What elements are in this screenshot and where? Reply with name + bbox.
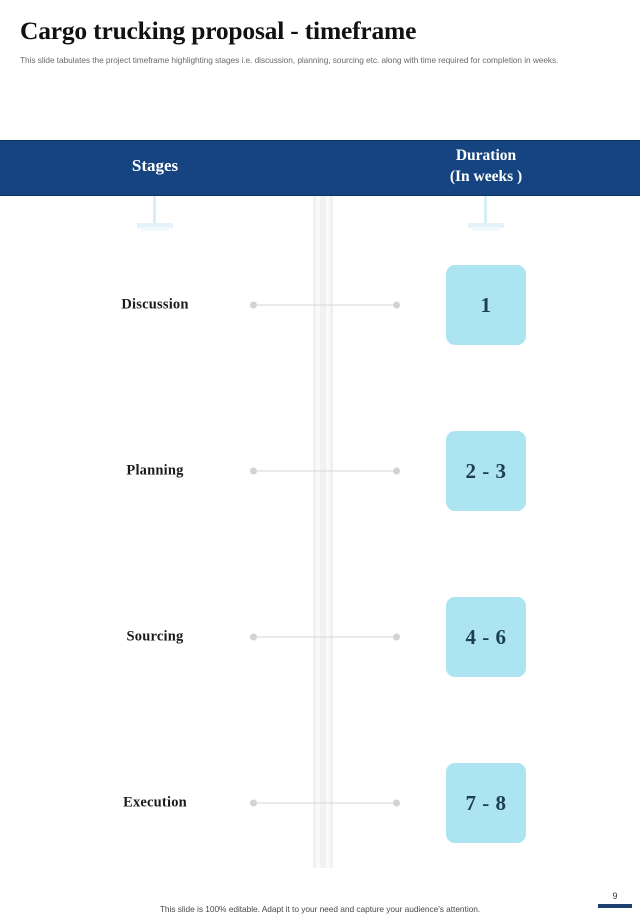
stage-label: Execution — [123, 794, 187, 811]
duration-value-box: 7 - 8 — [446, 763, 526, 843]
connector-line — [253, 470, 397, 472]
row-connector — [250, 633, 400, 641]
center-divider-strip — [313, 196, 333, 868]
stage-label: Planning — [126, 462, 184, 479]
stage-label: Sourcing — [126, 628, 184, 645]
page-number-bar — [598, 904, 632, 908]
connector-line — [253, 802, 397, 804]
pin-base — [137, 223, 173, 228]
table-header-band: Stages Duration (In weeks ) — [0, 140, 640, 196]
column-header-duration: Duration (In weeks ) — [406, 146, 566, 187]
connector-dot-right-icon — [393, 301, 400, 309]
title-block: Cargo trucking proposal - timeframe This… — [20, 16, 620, 67]
duration-value-box: 1 — [446, 265, 526, 345]
row-connector — [250, 467, 400, 475]
pin-stem — [484, 196, 487, 224]
row-connector — [250, 799, 400, 807]
pin-connector-duration-icon — [466, 196, 506, 232]
page-title: Cargo trucking proposal - timeframe — [20, 16, 417, 45]
page-subtitle: This slide tabulates the project timefra… — [20, 55, 559, 66]
connector-dot-right-icon — [393, 467, 400, 475]
page-number: 9 — [612, 891, 618, 901]
pin-base — [468, 223, 504, 228]
duration-value-box: 4 - 6 — [446, 597, 526, 677]
pin-stem — [153, 196, 156, 224]
table-row: Discussion 1 — [0, 265, 640, 345]
duration-value-box: 2 - 3 — [446, 431, 526, 511]
table-row: Planning 2 - 3 — [0, 431, 640, 511]
row-connector — [250, 301, 400, 309]
column-header-duration-title: Duration — [455, 147, 517, 164]
connector-dot-right-icon — [393, 633, 400, 641]
column-header-duration-unit: (In weeks ) — [449, 167, 523, 185]
footer-note: This slide is 100% editable. Adapt it to… — [159, 904, 481, 914]
pin-base-shadow — [141, 227, 169, 231]
pin-base-shadow — [472, 227, 500, 231]
table-row: Sourcing 4 - 6 — [0, 597, 640, 677]
pin-connector-stages-icon — [135, 196, 175, 232]
stage-label: Discussion — [121, 296, 189, 313]
connector-line — [253, 304, 397, 306]
connector-line — [253, 636, 397, 638]
table-row: Execution 7 - 8 — [0, 763, 640, 843]
page-number-indicator: 9 — [598, 892, 632, 908]
connector-dot-right-icon — [393, 799, 400, 807]
column-header-stages: Stages — [131, 156, 179, 175]
